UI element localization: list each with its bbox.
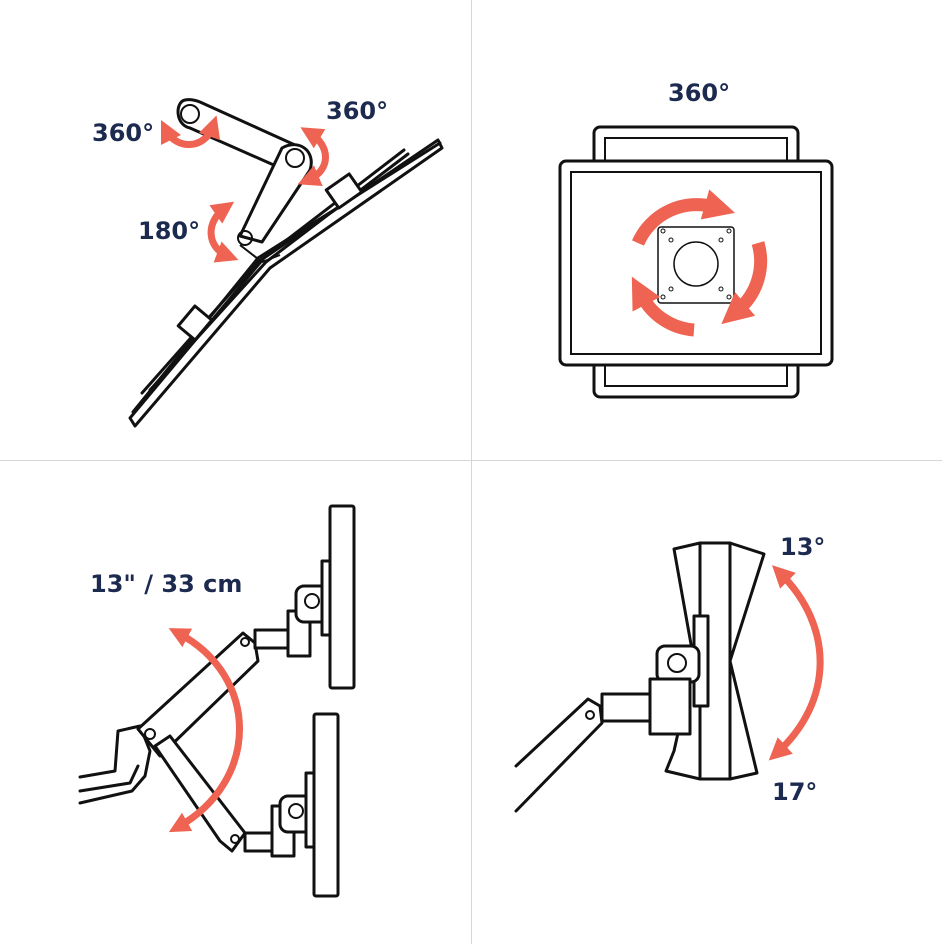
tilt-diagram: 13° 17° bbox=[514, 533, 825, 813]
label-height-range: 13" / 33 cm bbox=[90, 570, 242, 598]
swivel-diagram: 360° 360° 180° bbox=[92, 97, 444, 428]
panel-swivel: 360° 360° 180° bbox=[0, 0, 471, 460]
label-rotation: 360° bbox=[668, 79, 730, 107]
label-right-joint: 360° bbox=[326, 97, 388, 125]
panel-height: 13" / 33 cm bbox=[0, 461, 471, 944]
label-left-joint: 360° bbox=[92, 119, 154, 147]
label-tilt-down: 17° bbox=[772, 778, 817, 806]
label-tilt-up: 13° bbox=[780, 533, 825, 561]
arm-lower-position bbox=[153, 712, 340, 898]
swivel-arrow-left-icon bbox=[160, 115, 221, 148]
panel-rotation: 360° bbox=[472, 0, 942, 460]
tilt-arrow-icon bbox=[768, 565, 824, 761]
vesa-plate bbox=[657, 226, 735, 304]
rotation-diagram: 360° bbox=[558, 79, 834, 399]
height-diagram: 13" / 33 cm bbox=[78, 504, 356, 898]
swivel-arrow-lower-icon bbox=[207, 201, 239, 263]
tilt-mount bbox=[600, 614, 710, 736]
panel-tilt: 13° 17° bbox=[472, 461, 942, 944]
arm-tilt bbox=[514, 697, 604, 813]
rotation-arrows-icon bbox=[631, 189, 768, 337]
height-arrow-icon bbox=[168, 628, 243, 833]
swivel-arrow-right-icon bbox=[297, 127, 329, 187]
vertical-divider bbox=[471, 0, 472, 944]
arm-base bbox=[78, 724, 152, 805]
label-lower-joint: 180° bbox=[138, 217, 200, 245]
horizontal-divider bbox=[0, 460, 942, 461]
arm-upper-position bbox=[136, 504, 356, 758]
